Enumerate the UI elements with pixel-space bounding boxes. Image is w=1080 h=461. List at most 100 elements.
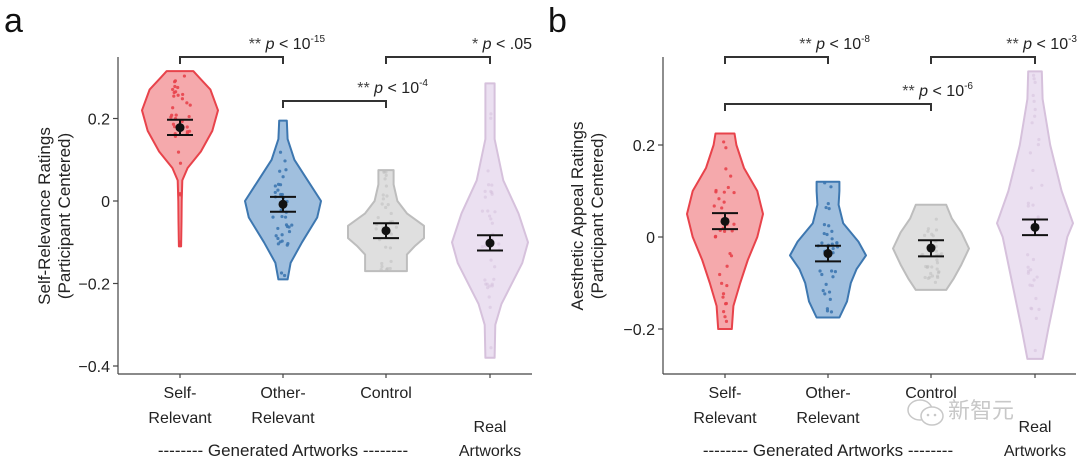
panel-a-data-point — [290, 223, 294, 227]
panel-a-data-point — [284, 168, 288, 172]
panel-a-data-point — [487, 214, 492, 218]
panel-a-significance-label: ** p < 10-15 — [249, 34, 326, 53]
panel-a-mean-point — [175, 123, 185, 133]
panel-a-mean-point — [278, 199, 288, 209]
panel-b-significance-bracket — [724, 56, 829, 64]
panel-b-data-point — [931, 234, 935, 238]
panel-b-data-point — [934, 244, 938, 248]
panel-b-mean-point — [823, 249, 833, 259]
panel-a-data-point — [386, 203, 390, 207]
panel-a-data-point — [187, 129, 192, 133]
panel-b-data-point — [1026, 204, 1030, 208]
panel-b-data-point — [829, 310, 834, 314]
panel-b-data-point — [831, 275, 835, 279]
panel-b-data-point — [935, 258, 939, 262]
panel-a-data-point — [172, 94, 176, 98]
panel-a-data-point — [480, 245, 484, 249]
panel-b-data-point — [823, 181, 827, 185]
panel-a-letter: a — [4, 2, 23, 40]
panel-b-data-point — [1026, 201, 1030, 205]
panel-b-data-point — [1029, 306, 1033, 310]
panel-b-data-point — [921, 252, 925, 257]
panel-b-data-point — [930, 274, 935, 278]
panel-a-category-label: Control — [360, 385, 412, 402]
panel-a-data-point — [276, 236, 280, 241]
panel-a-category-label: Relevant — [148, 410, 212, 427]
panel-a-data-point — [490, 284, 494, 288]
panel-b-data-point — [820, 241, 824, 245]
panel-b-data-point — [935, 267, 939, 271]
panel-a-data-point — [490, 183, 494, 187]
panel-a-ytick-label: 0 — [101, 194, 110, 211]
panel-a-data-point — [180, 97, 185, 101]
panel-b-violin-real-artworks — [996, 70, 1074, 360]
panel-b-ylabel-line2: (Participant Centered) — [588, 133, 607, 299]
panel-a-data-point — [173, 84, 177, 89]
panel-a-data-point — [176, 150, 181, 154]
panel-b-data-point — [1037, 307, 1041, 311]
panel-a-data-point — [279, 192, 283, 197]
panel-b-data-point — [830, 237, 834, 241]
panel-a-ytick-label: −0.4 — [78, 359, 110, 376]
panel-b-data-point — [713, 235, 717, 239]
panel-b-data-point — [1033, 107, 1037, 112]
panel-a-category-label: Real — [474, 419, 507, 436]
panel-b-data-point — [1031, 168, 1035, 173]
panel-a-ylabel-line1: Self-Relevance Ratings — [35, 127, 54, 305]
panel-a-data-point — [384, 267, 389, 272]
panel-a-category-label: Other- — [260, 385, 305, 402]
panel-b-data-point — [833, 270, 838, 274]
panel-b-data-point — [714, 190, 718, 194]
panel-a-data-point — [379, 268, 383, 272]
panel-b-data-point — [1032, 278, 1036, 282]
panel-b-data-point — [1028, 151, 1032, 155]
panel-a-data-point — [489, 189, 493, 194]
panel-b-data-point — [820, 272, 824, 277]
panel-a-data-point — [490, 192, 494, 196]
panel-a-data-point — [388, 246, 393, 250]
panel-b-data-point — [721, 295, 725, 299]
panel-a-data-point — [383, 177, 387, 181]
panel-a-data-point — [489, 258, 493, 262]
panel-b-data-point — [926, 227, 931, 231]
panel-b-data-point — [821, 289, 825, 293]
panel-b-mean-point — [926, 243, 936, 253]
panel-a-data-point — [280, 233, 284, 237]
panel-b-data-point — [934, 217, 938, 221]
panel-a-data-point — [178, 161, 183, 165]
panel-b-data-point — [717, 197, 721, 201]
panel-b-data-point — [928, 275, 932, 279]
panel-b-data-point — [721, 292, 726, 296]
panel-a-data-point — [173, 79, 178, 83]
panel-a-data-point — [488, 305, 492, 309]
panel-a-data-point — [389, 259, 393, 264]
panel-b-data-point — [1026, 269, 1031, 273]
panel-a-data-point — [497, 242, 501, 246]
panel-b-data-point — [827, 224, 831, 228]
panel-a-data-point — [188, 103, 192, 107]
panel-b-data-point — [722, 309, 726, 314]
panel-b-data-point — [1031, 257, 1036, 262]
panel-a-category-label: Self- — [164, 385, 197, 402]
panel-b-data-point — [1034, 316, 1038, 320]
panel-b-data-point — [722, 140, 726, 144]
panel-a-data-point — [185, 125, 189, 129]
panel-a-data-point — [394, 225, 398, 229]
panel-b-data-point — [829, 185, 833, 189]
panel-a-data-point — [283, 159, 287, 163]
panel-a-data-point — [485, 282, 489, 286]
panel-b-significance-bracket — [930, 56, 1036, 64]
panel-a-data-point — [178, 240, 182, 244]
panel-a-data-point — [486, 169, 490, 173]
panel-b-data-point — [728, 252, 732, 256]
panel-a-data-point — [187, 114, 191, 119]
panel-a-data-point — [171, 87, 175, 92]
panel-b-data-point — [940, 252, 944, 256]
panel-b-data-point — [1035, 275, 1039, 279]
panel-a-data-point — [492, 277, 496, 281]
panel-a-violin-control — [347, 169, 425, 273]
panel-a-data-point — [489, 116, 493, 120]
panel-a-data-point — [486, 286, 490, 290]
panel-a-ytick-label: 0.2 — [88, 112, 110, 129]
panel-a-data-point — [388, 266, 392, 271]
